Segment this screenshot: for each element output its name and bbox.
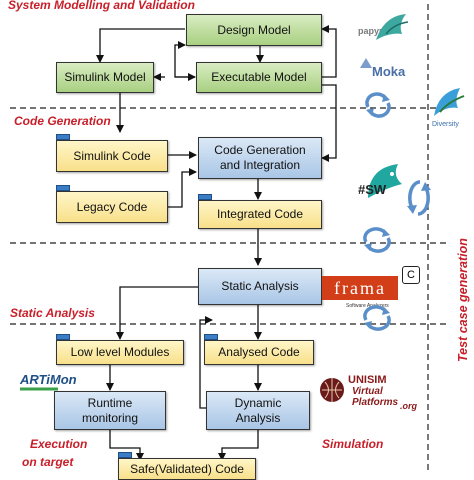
low-level-modules-tab xyxy=(56,334,70,340)
simulink-code-tab xyxy=(56,134,70,140)
low-level-modules-label: Low level Modules xyxy=(70,345,170,359)
dynamic-analysis-label-line1: Dynamic xyxy=(234,395,282,410)
sw-logo-icon xyxy=(368,164,402,198)
safe-code-tab xyxy=(118,452,132,458)
unisim-logo-text-1: UNISIM xyxy=(348,374,387,386)
unisim-globe-icon xyxy=(320,378,344,402)
section-title-test-case-generation: Test case generation xyxy=(456,238,470,362)
moka-icon xyxy=(360,58,372,68)
section-title-on-target: on target xyxy=(22,455,74,469)
design-model-box: Design Model xyxy=(186,14,322,46)
papyrus-bird-icon xyxy=(376,14,409,40)
safe-code-box: Safe(Validated) Code xyxy=(118,458,256,480)
code-generation-label-line1: Code Generation xyxy=(214,143,306,157)
runtime-monitoring-label-line2: monitoring xyxy=(81,410,139,425)
legacy-code-label: Legacy Code xyxy=(76,199,148,214)
analysed-code-box: Analysed Code xyxy=(204,340,314,365)
section-title-simulation: Simulation xyxy=(322,437,384,451)
unisim-logo-text-2: Virtual xyxy=(352,386,383,397)
papyrus-logo-text: papyrus xyxy=(358,26,394,36)
runtime-monitoring-label-line1: Runtime xyxy=(87,395,133,410)
cycle-icon xyxy=(363,305,391,331)
frama-logo-text: frama xyxy=(334,277,386,298)
frama-sub-text: Software Analyzers xyxy=(346,303,389,309)
section-title-modelling: System Modelling and Validation xyxy=(8,0,195,12)
executable-model-box: Executable Model xyxy=(196,62,322,93)
section-title-execution: Execution xyxy=(30,437,88,451)
section-title-code-generation: Code Generation xyxy=(14,114,111,128)
cycle-icon xyxy=(363,227,391,253)
low-level-modules-box: Low level Modules xyxy=(56,340,184,365)
legacy-code-box: Legacy Code xyxy=(56,191,168,223)
section-title-static-analysis: Static Analysis xyxy=(10,306,95,320)
sw-logo-text: #SW xyxy=(358,182,387,197)
code-generation-label-line2: and Integration xyxy=(219,158,301,172)
analysed-code-tab xyxy=(204,334,218,340)
static-analysis-label: Static Analysis xyxy=(221,279,299,293)
integrated-code-label: Integrated Code xyxy=(216,207,304,221)
unisim-logo-text-4: .org xyxy=(400,401,417,411)
runtime-monitoring-box: Runtime monitoring xyxy=(54,391,166,430)
dynamic-analysis-label-line2: Analysis xyxy=(235,410,281,425)
frama-c-text: C xyxy=(407,269,415,281)
moka-logo-text: Moka xyxy=(372,64,406,79)
legacy-code-tab xyxy=(56,185,70,191)
section-separators xyxy=(10,4,446,470)
code-generation-box: Code Generation and Integration xyxy=(198,137,322,179)
diversity-bird-icon xyxy=(434,88,465,116)
simulink-model-label: Simulink Model xyxy=(64,70,146,84)
cycle-icon xyxy=(365,92,391,118)
executable-model-label: Executable Model xyxy=(211,70,307,84)
unisim-logo-text-3: Platforms xyxy=(352,397,399,408)
integrated-code-tab xyxy=(198,194,212,200)
simulink-code-label: Simulink Code xyxy=(73,148,151,163)
integrated-code-box: Integrated Code xyxy=(198,200,322,229)
cycle-icon xyxy=(407,180,431,216)
analysed-code-label: Analysed Code xyxy=(218,345,300,359)
static-analysis-box: Static Analysis xyxy=(198,268,322,305)
diversity-logo-text: Diversity xyxy=(432,121,459,128)
dynamic-analysis-box: Dynamic Analysis xyxy=(206,391,310,430)
frama-c-badge: C xyxy=(402,266,420,284)
safe-code-label: Safe(Validated) Code xyxy=(130,461,244,476)
simulink-model-box: Simulink Model xyxy=(56,62,154,93)
design-model-label: Design Model xyxy=(217,22,291,37)
artimon-underline-icon xyxy=(20,387,58,391)
artimon-logo-text: ARTiMon xyxy=(20,372,77,387)
simulink-code-box: Simulink Code xyxy=(56,140,168,172)
frama-logo: frama xyxy=(322,276,398,300)
